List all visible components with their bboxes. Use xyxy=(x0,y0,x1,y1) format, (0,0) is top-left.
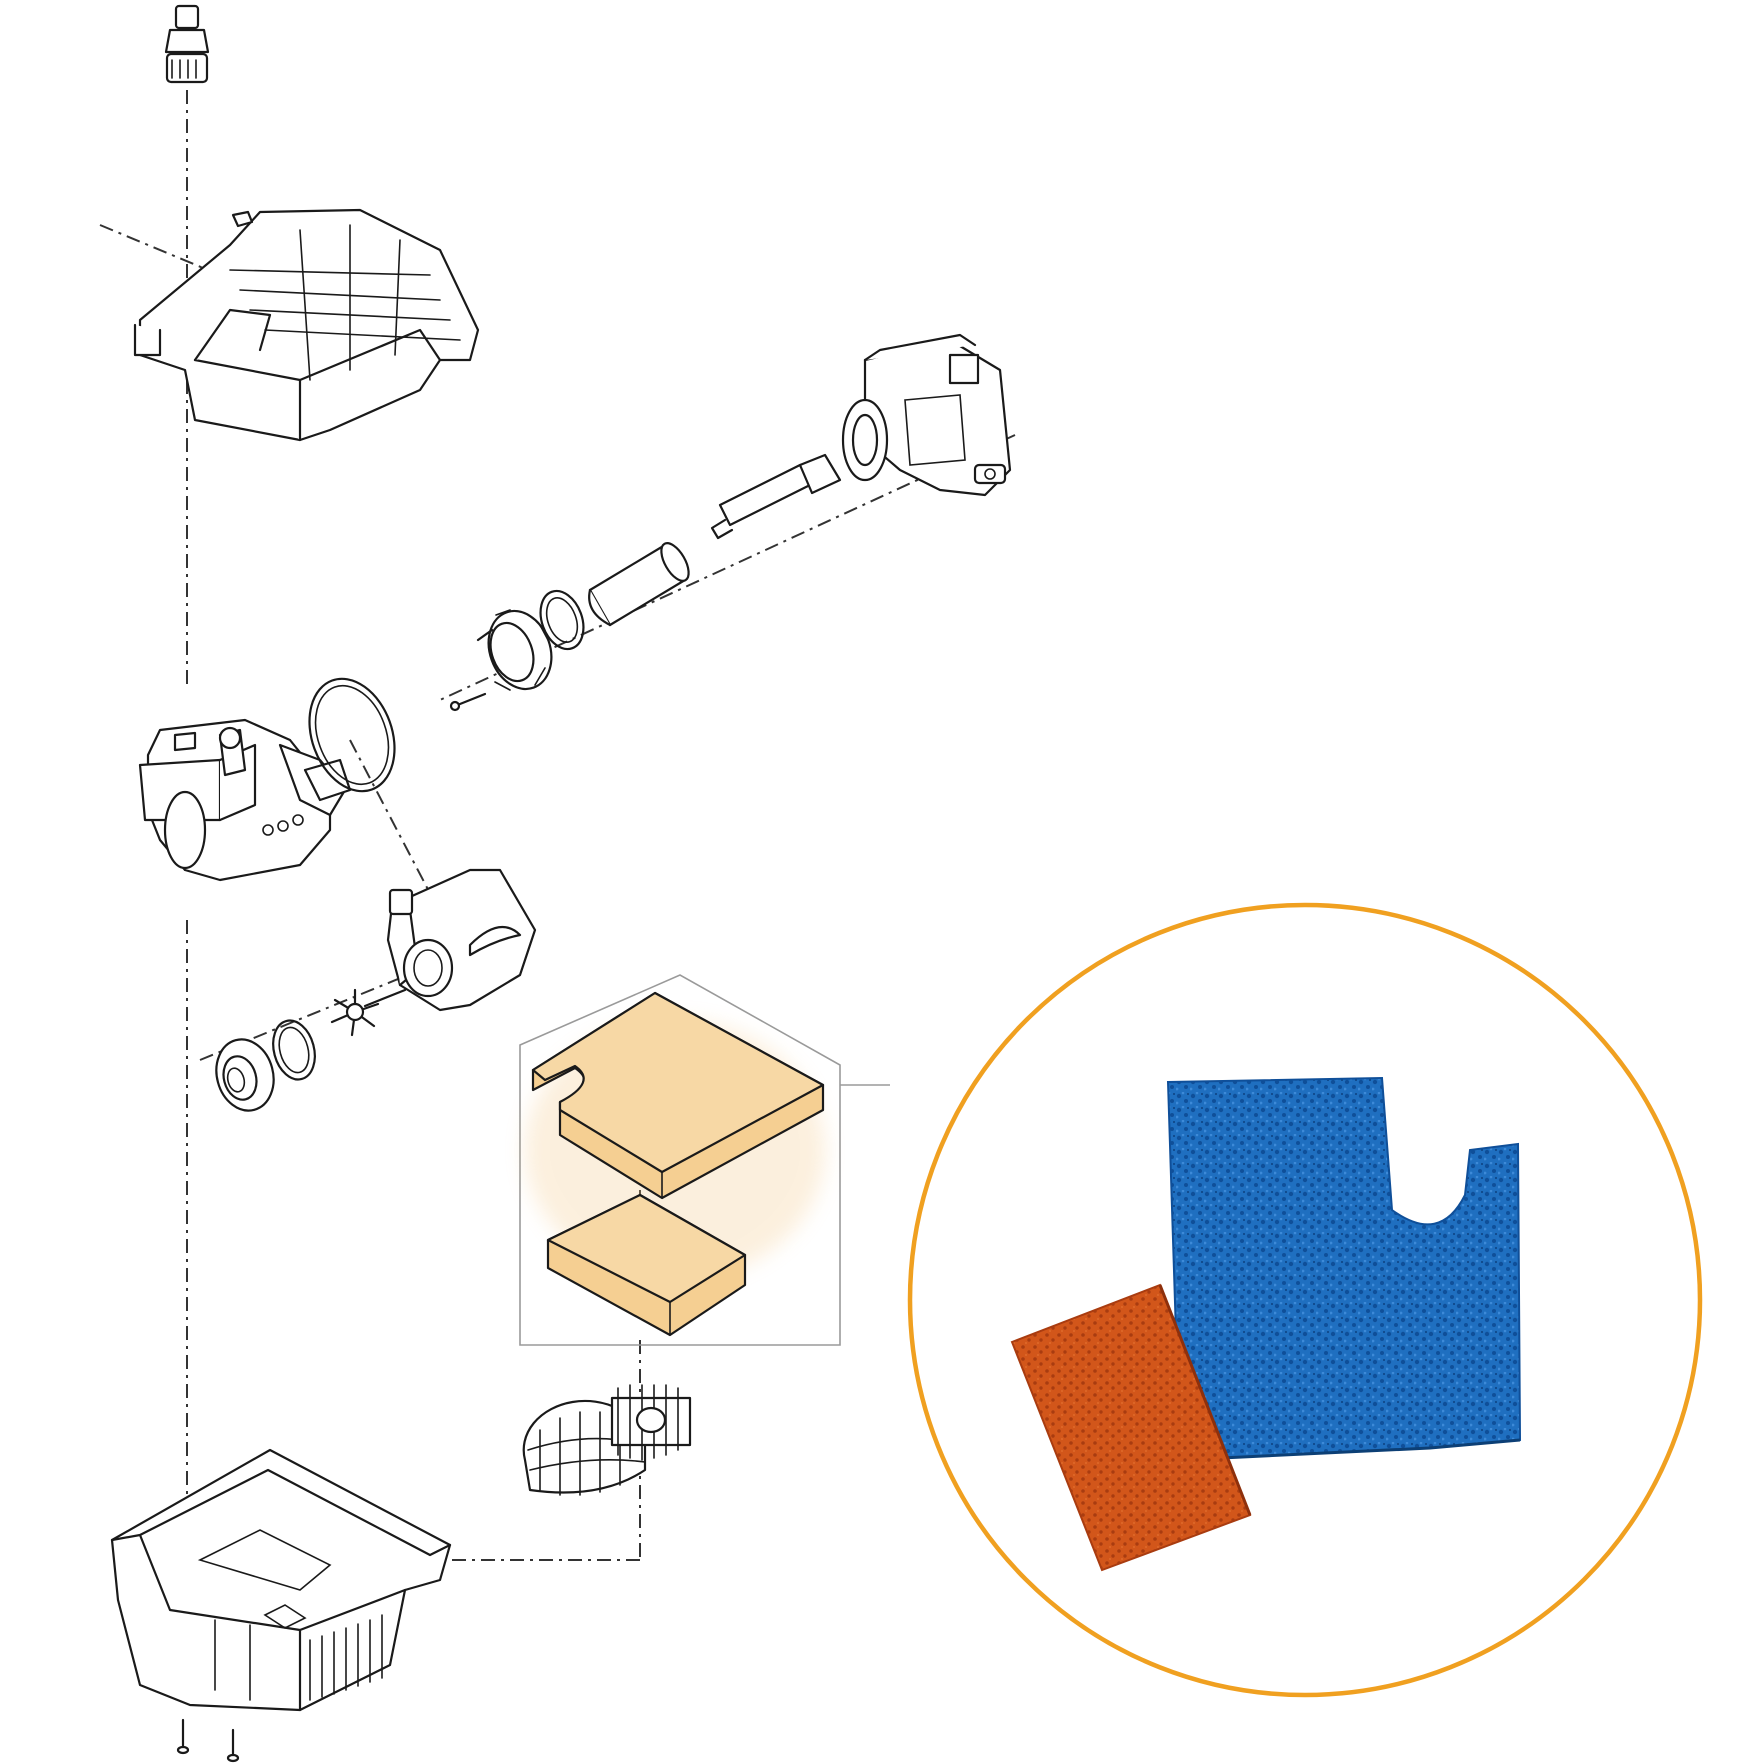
screw-icon xyxy=(449,692,487,712)
foam-block-icon xyxy=(546,1193,747,1337)
uv-lamp xyxy=(710,453,842,540)
quartz-glass-tube xyxy=(588,542,690,627)
lid-icon xyxy=(133,208,480,442)
bearing-cap xyxy=(215,1038,275,1112)
bio-ball-media xyxy=(522,1384,692,1496)
filter-lid xyxy=(133,208,480,442)
screw xyxy=(449,692,487,712)
impeller xyxy=(330,988,407,1037)
coarse-foam-insert xyxy=(531,991,825,1200)
blue-filter-sponge xyxy=(1166,1076,1522,1462)
inset-photo xyxy=(907,902,1703,1698)
housing-tray-icon xyxy=(110,1448,452,1712)
foam-block-icon xyxy=(531,991,825,1200)
hose-connector xyxy=(164,4,210,84)
impeller-icon xyxy=(330,988,407,1037)
pump-icon xyxy=(138,718,352,882)
nut-icon xyxy=(476,609,553,691)
pump-cover xyxy=(386,868,537,1012)
red-filter-sponge xyxy=(1010,1283,1252,1572)
o-ring-icon xyxy=(539,589,585,651)
o-ring-icon xyxy=(272,1019,316,1081)
uv-housing-icon xyxy=(841,333,1012,497)
union-nut xyxy=(476,609,553,691)
o-ring-icon xyxy=(308,677,396,793)
pump-body xyxy=(138,718,352,882)
uv-lamp-icon xyxy=(710,453,842,540)
base-screws xyxy=(176,1718,240,1763)
fine-foam-insert xyxy=(546,1193,747,1337)
pump-cover-icon xyxy=(386,868,537,1012)
bio-ball-icon xyxy=(522,1384,692,1496)
quartz-tube-icon xyxy=(588,542,690,627)
o-ring-impeller xyxy=(272,1019,316,1081)
filter-base-housing xyxy=(110,1448,452,1712)
screw-icon xyxy=(176,1718,240,1763)
uv-clarifier-housing xyxy=(841,333,1012,497)
bearing-icon xyxy=(215,1038,275,1112)
o-ring-small xyxy=(539,589,585,651)
o-ring-large xyxy=(308,677,396,793)
foam-inserts-highlight xyxy=(519,974,890,1346)
hose-tail-icon xyxy=(164,4,210,84)
